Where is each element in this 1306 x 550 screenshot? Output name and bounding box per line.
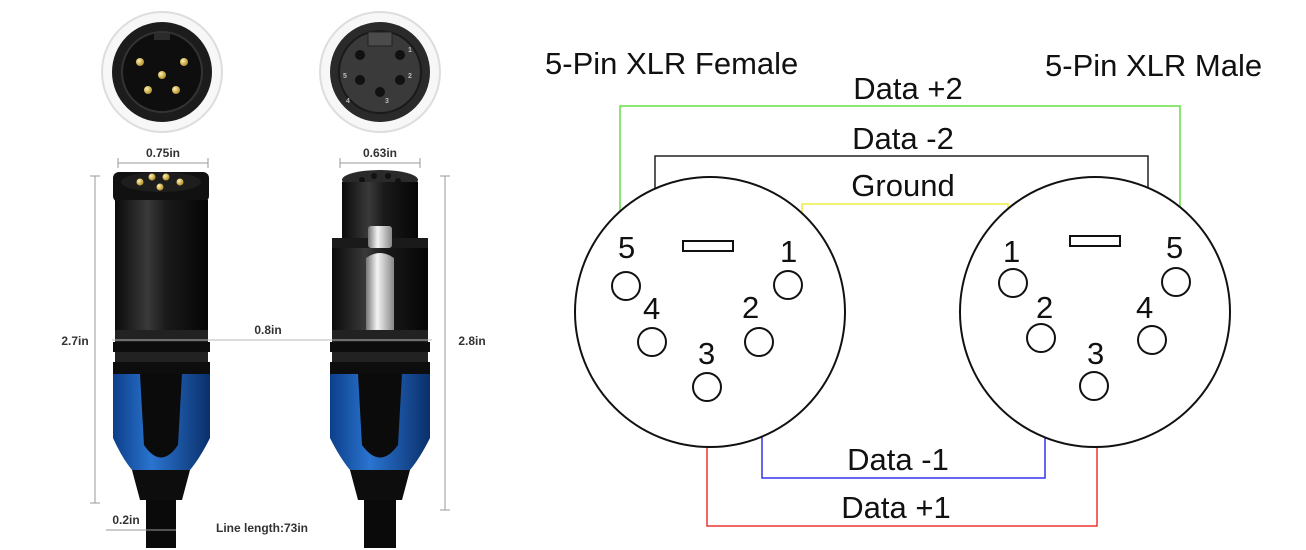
male-connector-body [113, 172, 210, 548]
female-face-pin-number: 4 [346, 98, 350, 105]
female-face-pin-number: 2 [408, 73, 412, 80]
female-length-label: 2.8in [458, 334, 485, 348]
female-pin-4 [637, 327, 667, 357]
wire-data-plus-1 [706, 405, 1098, 527]
female-pin-2 [744, 327, 774, 357]
male-connector-diagram: 1 2 5 4 3 [959, 176, 1231, 448]
male-face-pin [180, 58, 188, 66]
female-key-slot [682, 240, 734, 252]
female-pin-number: 4 [643, 291, 660, 326]
male-pin-2 [1026, 323, 1056, 353]
female-width-dimension [339, 158, 421, 168]
spacing-label: 0.8in [254, 323, 281, 337]
female-title: 5-Pin XLR Female [545, 46, 798, 81]
wire-label-data-minus-2: Data -2 [852, 121, 954, 156]
female-connector-face: 1 2 3 4 5 [319, 11, 441, 133]
female-pin-1 [773, 270, 803, 300]
male-pin-5 [1161, 267, 1191, 297]
male-length-label: 2.7in [61, 334, 88, 348]
wiring-diagram: 5-Pin XLR Female 5-Pin XLR Male Data +2 … [545, 46, 1262, 527]
male-face-pin [144, 86, 152, 94]
wire-ground [801, 203, 1009, 246]
female-pin-number: 3 [698, 336, 715, 371]
female-pin-number: 2 [742, 290, 759, 325]
male-width-dimension [117, 158, 209, 168]
male-pin-number: 1 [1003, 234, 1020, 269]
female-face-socket [355, 50, 365, 60]
female-connector-diagram: 5 4 1 2 3 [574, 176, 846, 448]
male-connector-face [101, 11, 223, 133]
female-face-socket [395, 75, 405, 85]
male-pin-number: 5 [1166, 230, 1183, 265]
wire-data-plus-2 [619, 105, 1181, 228]
male-pin-number: 2 [1036, 290, 1053, 325]
male-width-label: 0.75in [146, 146, 180, 160]
female-length-dimension [440, 175, 450, 511]
male-face-pin [172, 86, 180, 94]
wire-label-data-plus-1: Data +1 [841, 490, 950, 525]
line-length-label: Line length:73in [216, 521, 308, 535]
female-pin-number: 5 [618, 230, 635, 265]
female-width-label: 0.63in [363, 146, 397, 160]
male-title: 5-Pin XLR Male [1045, 48, 1262, 83]
female-connector-body [330, 170, 430, 548]
female-face-pin-number: 1 [408, 47, 412, 54]
product-photo: 1 2 3 4 5 0.75in 0.63in [61, 11, 486, 548]
male-pin-4 [1137, 325, 1167, 355]
male-length-dimension [90, 175, 100, 504]
cable-diameter-label: 0.2in [112, 513, 139, 527]
female-face-socket [375, 87, 385, 97]
male-pin-1 [998, 268, 1028, 298]
male-key-slot [1069, 235, 1121, 247]
female-pin-number: 1 [780, 234, 797, 269]
female-face-pin-number: 5 [343, 73, 347, 80]
wire-label-data-plus-2: Data +2 [853, 71, 962, 106]
male-pin-number: 4 [1136, 290, 1153, 325]
wire-label-ground: Ground [851, 168, 954, 203]
female-face-socket [395, 50, 405, 60]
male-pin-3 [1079, 371, 1109, 401]
female-pin-5 [611, 271, 641, 301]
male-face-pin [136, 58, 144, 66]
male-pin-number: 3 [1087, 336, 1104, 371]
female-face-socket [355, 75, 365, 85]
wire-label-data-minus-1: Data -1 [847, 442, 949, 477]
male-face-pin [158, 71, 166, 79]
female-face-pin-number: 3 [385, 98, 389, 105]
female-pin-3 [692, 372, 722, 402]
